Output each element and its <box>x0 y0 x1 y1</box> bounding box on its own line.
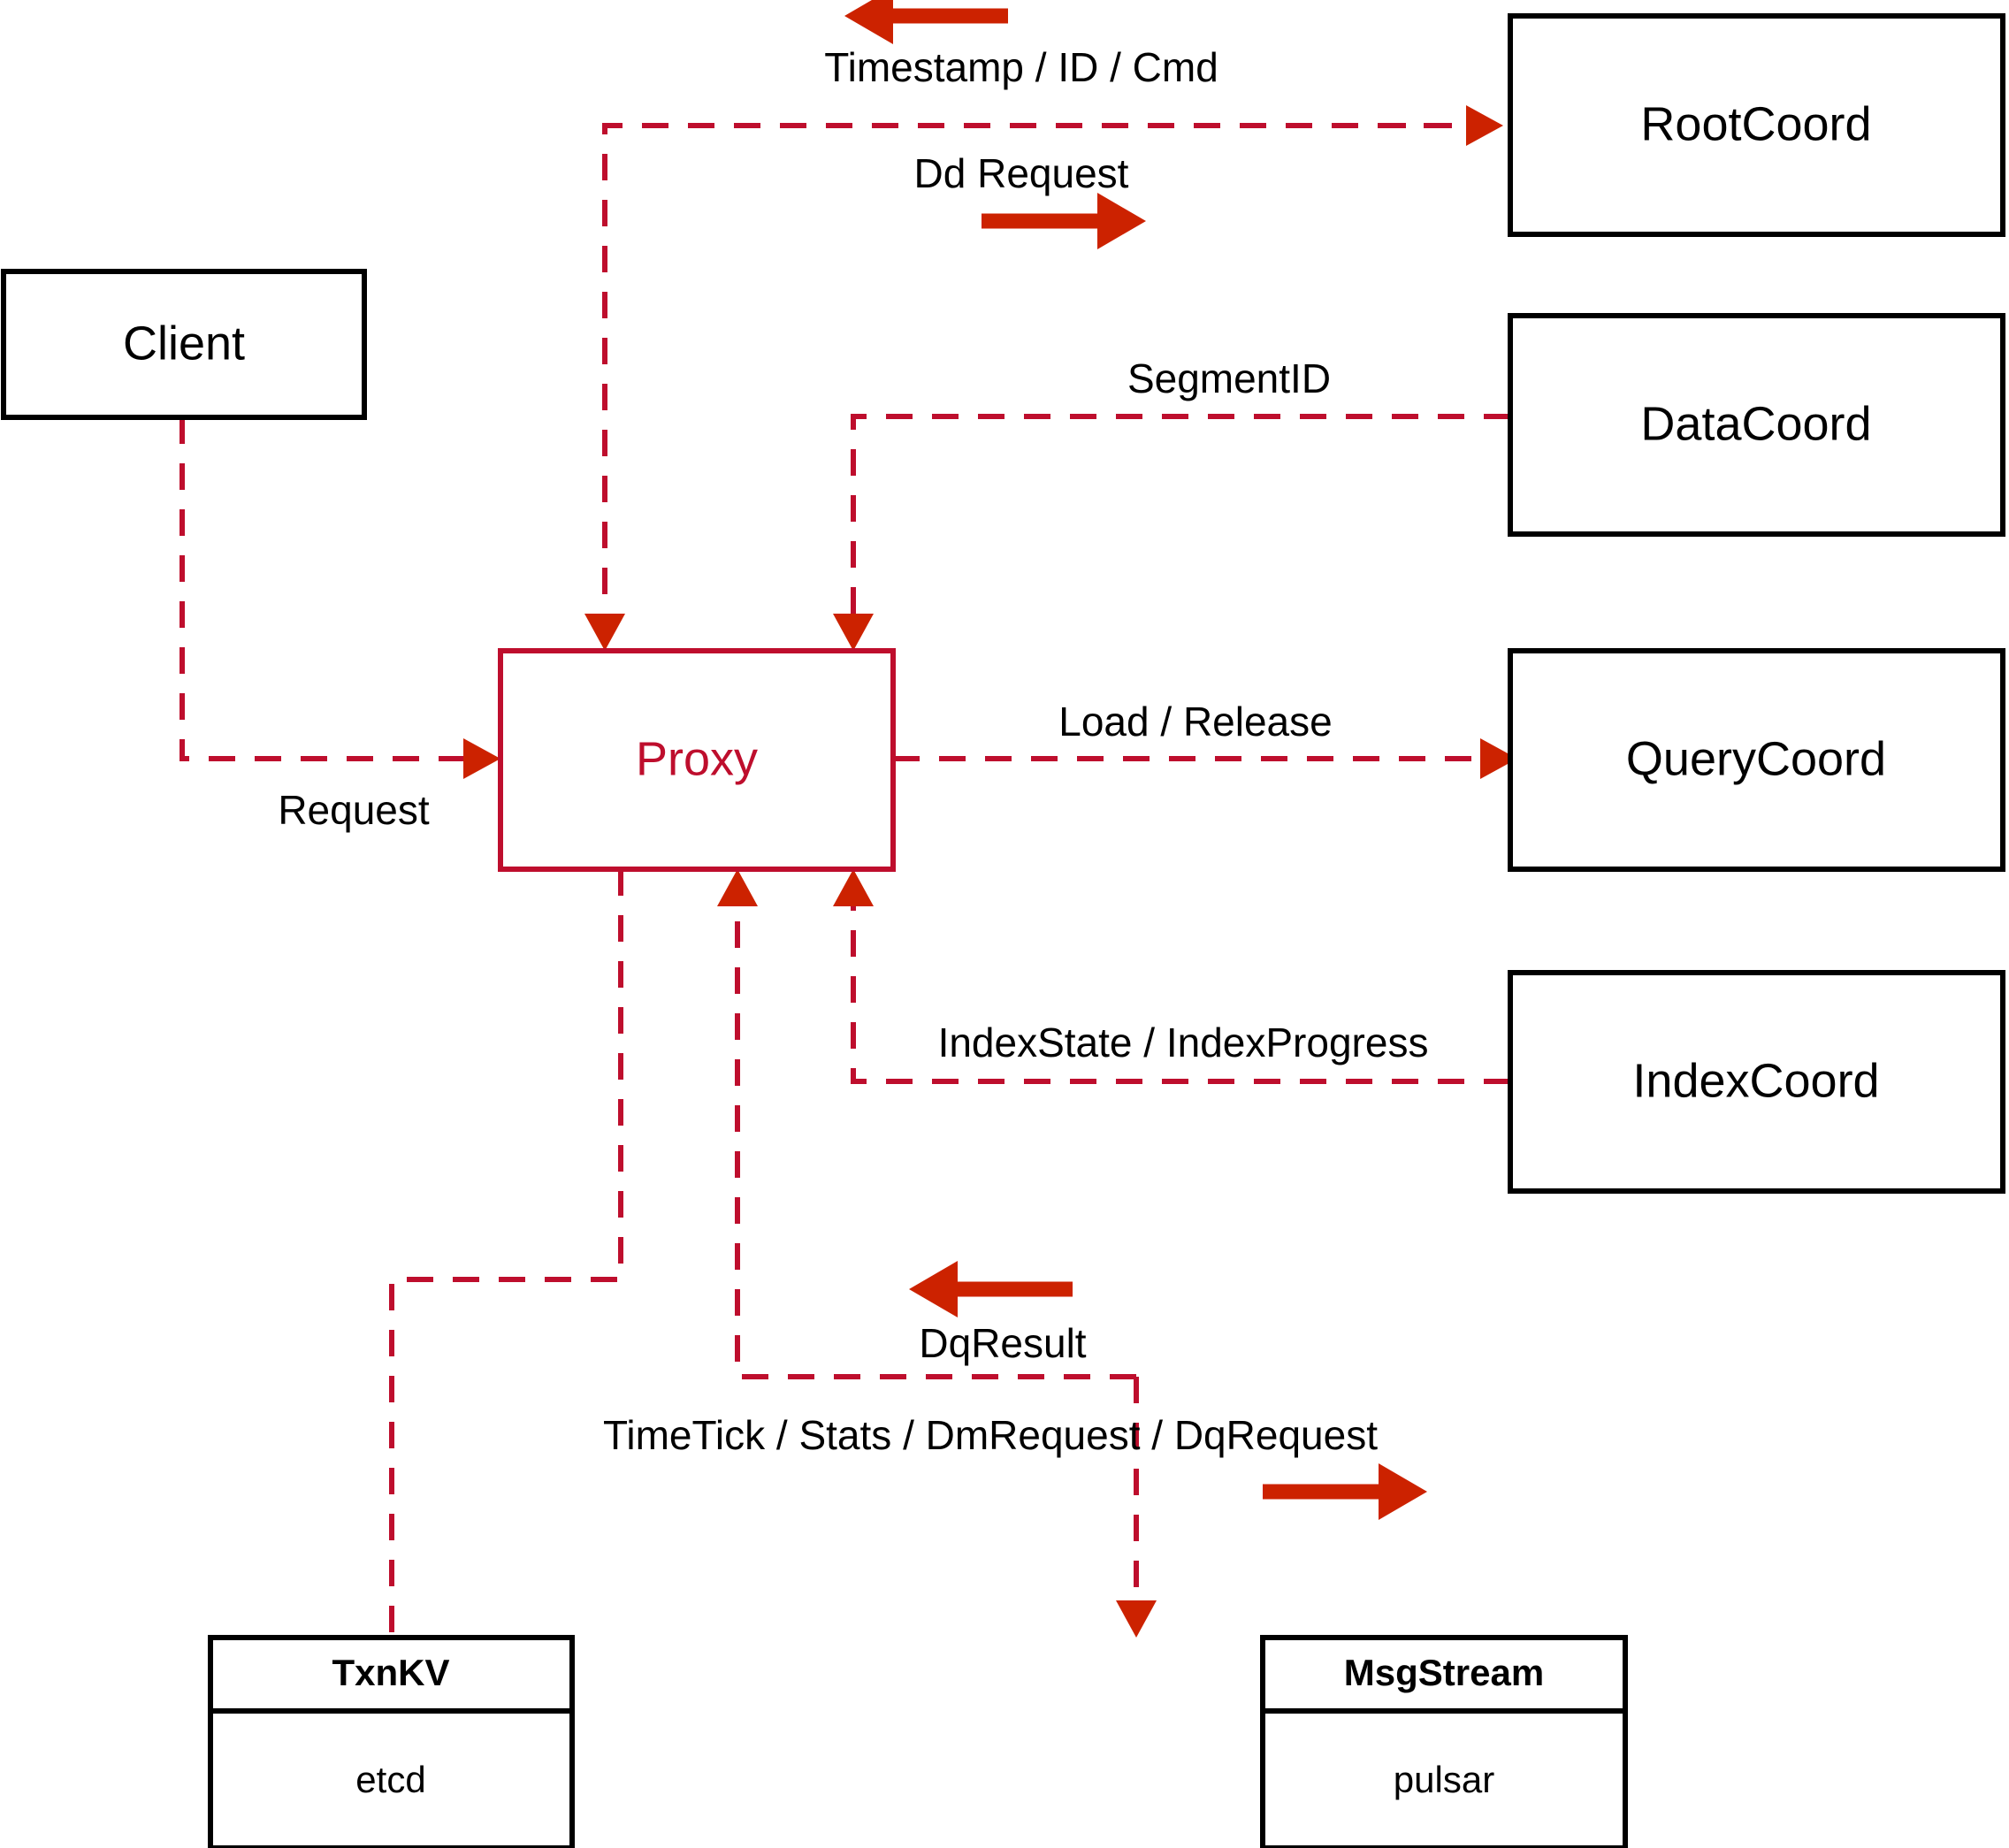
node-indexcoord-label: IndexCoord <box>1632 1054 1879 1107</box>
node-datacoord[interactable]: DataCoord <box>1508 313 2005 537</box>
node-client[interactable]: Client <box>1 269 367 420</box>
edge-label-timestamp: Timestamp / ID / Cmd <box>824 44 1218 90</box>
node-msgstream-label: MsgStream <box>1344 1652 1544 1693</box>
node-querycoord[interactable]: QueryCoord <box>1508 648 2005 872</box>
direction-arrow-dqresult <box>909 1261 1073 1317</box>
direction-arrow-ddrequest <box>982 193 1146 249</box>
edge-label-dqresult: DqResult <box>919 1320 1086 1366</box>
node-msgstream[interactable]: MsgStream pulsar <box>1260 1635 1628 1848</box>
node-txnkv-impl: etcd <box>355 1759 425 1800</box>
arrowhead-into-proxy-left <box>463 738 500 779</box>
edge-client-request <box>180 417 500 779</box>
arrowhead-into-msgstream <box>1116 1600 1157 1638</box>
node-client-label: Client <box>123 317 245 370</box>
node-rootcoord[interactable]: RootCoord <box>1508 13 2005 237</box>
arrowhead-into-proxy-bottom-right <box>833 869 874 906</box>
arrowhead-into-proxy-bottom-middle <box>717 869 758 906</box>
node-msgstream-impl: pulsar <box>1394 1759 1494 1800</box>
node-querycoord-label: QueryCoord <box>1626 732 1886 785</box>
node-proxy[interactable]: Proxy <box>498 648 896 872</box>
direction-arrow-timetick <box>1263 1463 1427 1520</box>
direction-arrow-timestamp <box>844 0 1008 44</box>
arrowhead-into-proxy-top-left <box>584 614 625 651</box>
node-rootcoord-label: RootCoord <box>1640 97 1871 150</box>
arrowhead-into-querycoord <box>1480 738 1517 779</box>
edge-txnkv-link <box>389 869 623 1638</box>
edge-rootcoord-timestamp <box>584 123 1496 651</box>
node-datacoord-label: DataCoord <box>1640 397 1871 450</box>
edge-label-request: Request <box>278 787 430 833</box>
arrowhead-into-proxy-top-right <box>833 614 874 651</box>
edge-querycoord-loadrelease <box>893 738 1517 779</box>
edge-label-ddrequest: Dd Request <box>914 150 1129 196</box>
node-proxy-label: Proxy <box>636 732 758 785</box>
edge-msgstream-dqresult <box>717 869 1136 1379</box>
edge-label-loadrelease: Load / Release <box>1058 699 1332 745</box>
edge-label-segmentid: SegmentID <box>1127 355 1331 401</box>
edge-msgstream-timetick <box>1116 1377 1157 1638</box>
arrowhead-into-rootcoord <box>1466 105 1503 146</box>
edge-datacoord-segmentid <box>833 414 1510 651</box>
edge-label-timetick: TimeTick / Stats / DmRequest / DqRequest <box>603 1412 1378 1458</box>
edge-rootcoord-ddrequest <box>1379 105 1503 146</box>
node-indexcoord[interactable]: IndexCoord <box>1508 970 2005 1194</box>
edge-label-indexstate: IndexState / IndexProgress <box>938 1019 1429 1065</box>
node-txnkv-label: TxnKV <box>332 1652 449 1693</box>
node-txnkv[interactable]: TxnKV etcd <box>208 1635 575 1848</box>
edge-indexcoord-indexstate <box>833 869 1510 1084</box>
